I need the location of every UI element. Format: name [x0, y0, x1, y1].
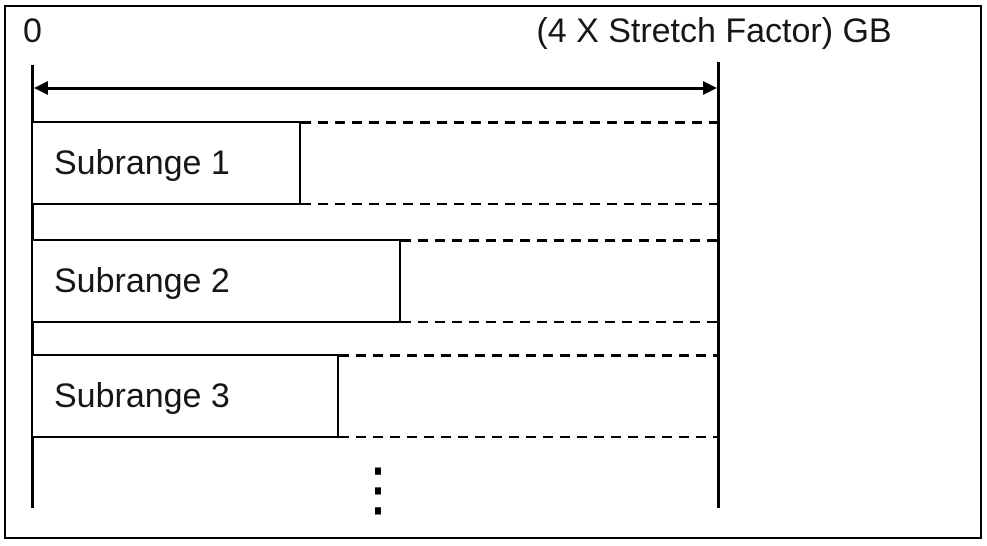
subrange-3-top-dashed-line	[339, 354, 718, 357]
subrange-2-label: Subrange 2	[54, 261, 230, 300]
subrange-1-box: Subrange 1	[31, 121, 301, 205]
arrowhead-left-icon	[34, 80, 48, 95]
axis-extent-label: (4 X Stretch Factor) GB	[536, 12, 892, 50]
subrange-3-box: Subrange 3	[31, 354, 339, 438]
subrange-3-bottom-dashed-line	[339, 435, 718, 438]
arrowhead-right-icon	[703, 80, 717, 95]
figure-border	[4, 5, 982, 539]
axis-right-boundary-line	[717, 62, 720, 508]
subrange-2-bottom-dashed-line	[401, 320, 718, 323]
axis-origin-label: 0	[23, 12, 42, 50]
subrange-3-label: Subrange 3	[54, 376, 230, 415]
subrange-1-bottom-dashed-line	[301, 202, 718, 205]
subrange-2-box: Subrange 2	[31, 239, 401, 323]
subrange-1-label: Subrange 1	[54, 143, 230, 182]
subrange-2-top-dashed-line	[401, 239, 718, 242]
range-span-arrow-line	[44, 87, 707, 90]
subrange-1-top-dashed-line	[301, 121, 718, 124]
vertical-ellipsis-icon: ⋮	[349, 455, 407, 523]
